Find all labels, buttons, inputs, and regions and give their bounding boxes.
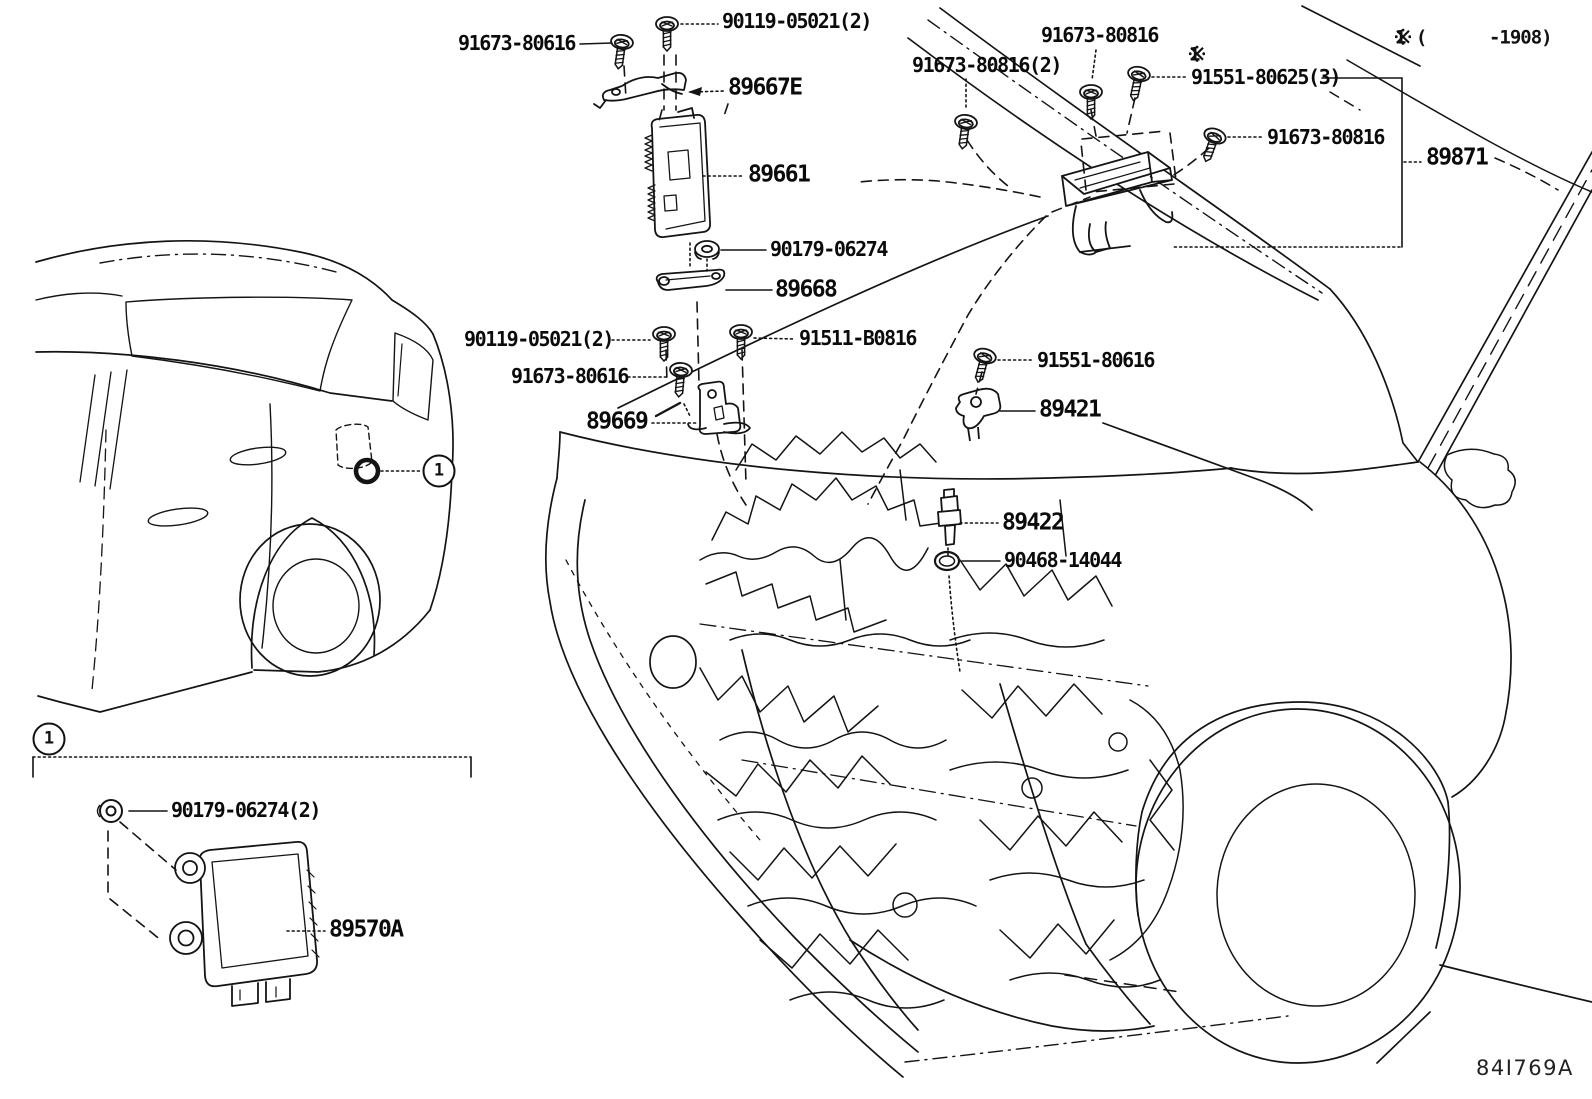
oring-90468-14044-drawing <box>933 550 961 572</box>
part-label-89570a: 89570A <box>329 916 404 943</box>
engine-assembly <box>699 431 1184 1009</box>
screw-91551-80616 <box>966 345 999 386</box>
drawing-code: 84I769A <box>1476 1056 1574 1080</box>
front-wheel-arch <box>1141 701 1449 813</box>
part-label-89871: 89871 <box>1426 144 1489 171</box>
screw-91511-b0816 <box>729 324 753 360</box>
bumper-inner <box>576 499 919 1053</box>
part-label-89661: 89661 <box>748 161 811 188</box>
screw-90119-top <box>655 16 679 52</box>
screw-91551-80625 <box>1121 63 1153 104</box>
part-label-90468-14044: 90468-14044 <box>1004 548 1122 573</box>
reference-mark-icon <box>1189 45 1205 62</box>
nut-90179-06274-drawing <box>694 240 720 260</box>
sensor-89422-drawing <box>937 488 962 546</box>
front-vehicle <box>544 5 1592 1078</box>
part-label-91551-80625: 91551-80625(3) <box>1191 65 1341 90</box>
part-label-91511-b0816: 91511-B0816 <box>799 326 917 351</box>
sensor-89421-drawing <box>955 387 1002 442</box>
ecu-89871-drawing <box>1061 151 1174 256</box>
applicability-note-text: 1 ( -1908) <box>1395 26 1553 49</box>
ecu-89570a-drawing <box>169 841 320 1007</box>
fog-lamp <box>649 635 697 689</box>
part-label-91551-80616: 91551-80616 <box>1037 348 1155 373</box>
part-label-89667e: 89667E <box>728 74 803 101</box>
part-label-90119-05021-lower: 90119-05021(2) <box>464 327 614 352</box>
screw-90119-lower <box>652 326 676 362</box>
grommet-90179-06274-drawing <box>96 799 123 823</box>
part-label-90179-06274-2: 90179-06274(2) <box>171 798 321 823</box>
part-label-91673-80616-lower: 91673-80616 <box>511 364 629 389</box>
screw-91673-80616-top <box>606 32 635 72</box>
location-marker-ring <box>353 457 381 485</box>
callout-1-section: 1 <box>32 722 66 756</box>
exploded-parts-center <box>593 71 751 435</box>
part-label-89669: 89669 <box>586 408 649 435</box>
grille-frame-right <box>999 683 1087 945</box>
part-label-90119-05021-top: 90119-05021(2) <box>722 9 872 34</box>
reference-mark-icon <box>1395 28 1411 45</box>
part-label-89421: 89421 <box>1039 396 1102 423</box>
ecu-89661-drawing <box>644 107 712 239</box>
bracket-89667e-drawing <box>593 71 687 109</box>
bracket-89668-drawing <box>655 268 726 291</box>
left-vehicle-rear-quarter <box>35 239 454 713</box>
bumper-outer <box>544 477 904 1078</box>
leader-lines <box>32 23 1422 932</box>
applicability-note: 1 ( -1908) <box>1395 26 1553 49</box>
screw-91673-80616-lower <box>666 361 694 399</box>
screw-91673-80816-right <box>1194 124 1229 167</box>
screw-91673-80816-pair <box>950 112 979 152</box>
part-label-90179-06274: 90179-06274 <box>770 237 888 262</box>
callout-1-location: 1 <box>422 454 456 488</box>
a-pillar <box>1417 151 1592 475</box>
part-label-91673-80816-pair: 91673-80816(2) <box>912 53 1062 78</box>
assembly-dashed-lines <box>107 54 1210 942</box>
part-label-91673-80816-top: 91673-80816 <box>1041 23 1159 48</box>
part-label-89668: 89668 <box>775 276 838 303</box>
front-wheel <box>1135 708 1461 1064</box>
part-label-89422: 89422 <box>1002 509 1065 536</box>
part-label-91673-80816-right: 91673-80816 <box>1267 125 1385 150</box>
bracket-89669-drawing <box>687 380 751 435</box>
side-mirror <box>1443 448 1516 509</box>
part-label-91673-80616-top: 91673-80616 <box>458 31 576 56</box>
reference-mark-1: 1 <box>1189 45 1205 65</box>
cowl-line <box>559 431 1233 480</box>
